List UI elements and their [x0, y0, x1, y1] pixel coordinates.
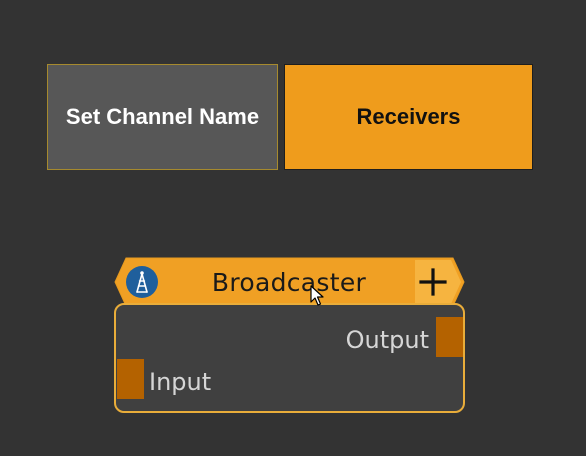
input-port[interactable] [117, 359, 144, 399]
add-icon[interactable] [415, 260, 451, 304]
node-body: Output Input [114, 303, 465, 413]
receivers-button[interactable]: Receivers [284, 64, 533, 170]
input-port-label: Input [149, 368, 212, 396]
output-port[interactable] [436, 317, 463, 357]
radio-tower-icon [126, 266, 158, 298]
node-title: Broadcaster [211, 267, 367, 297]
set-channel-name-button[interactable]: Set Channel Name [47, 64, 278, 170]
node-header[interactable]: Broadcaster [114, 257, 465, 307]
broadcaster-node[interactable]: Broadcaster Output Input [114, 257, 465, 413]
output-port-label: Output [345, 326, 429, 354]
